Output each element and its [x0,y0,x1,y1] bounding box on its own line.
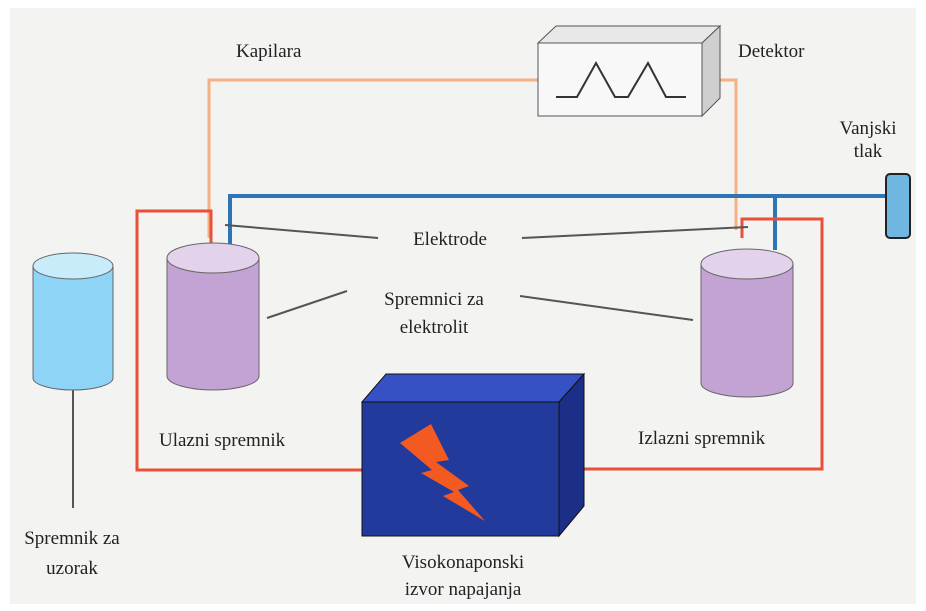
capillary-line [207,78,538,238]
diagram-canvas: Kapilara Detektor Vanjski tlak Elektrode… [10,8,916,604]
detector-label: Detektor [738,41,805,62]
pointer-reservoir-right [519,295,694,321]
power-supply [360,372,586,538]
external-pressure-device [885,173,911,239]
inlet-reservoir [166,242,260,391]
lightning-bolt-icon [400,424,485,521]
capillary-label: Kapilara [236,41,302,62]
power-supply-label-1: Visokonaponski [401,552,525,573]
inlet-reservoir-label: Ulazni spremnik [159,430,286,451]
detector-peaks-icon [556,60,686,98]
external-pressure-label-1: Vanjski [839,118,897,139]
external-pressure-label-2: tlak [853,141,883,162]
diagram-graphics [32,24,911,538]
sample-reservoir-label-2: uzorak [46,558,98,579]
pointer-reservoir-left [266,290,348,319]
sample-reservoir-label-1: Spremnik za [24,528,120,549]
electrodes-label: Elektrode [407,228,493,252]
outlet-reservoir [700,248,794,398]
detector-box [536,24,722,118]
electrode-wire-left [135,209,362,472]
power-supply-label-2: izvor napajanja [404,579,522,600]
pointer-electrode-left [224,224,379,239]
pointer-electrode-right [521,226,749,239]
pressure-line [228,194,886,248]
electrode-wire-right [559,217,824,471]
electrolyte-label-2: elektrolit [399,317,469,338]
sample-reservoir [32,252,114,508]
outlet-reservoir-label: Izlazni spremnik [638,428,766,449]
electrolyte-label-1: Spremnici za [384,289,484,310]
